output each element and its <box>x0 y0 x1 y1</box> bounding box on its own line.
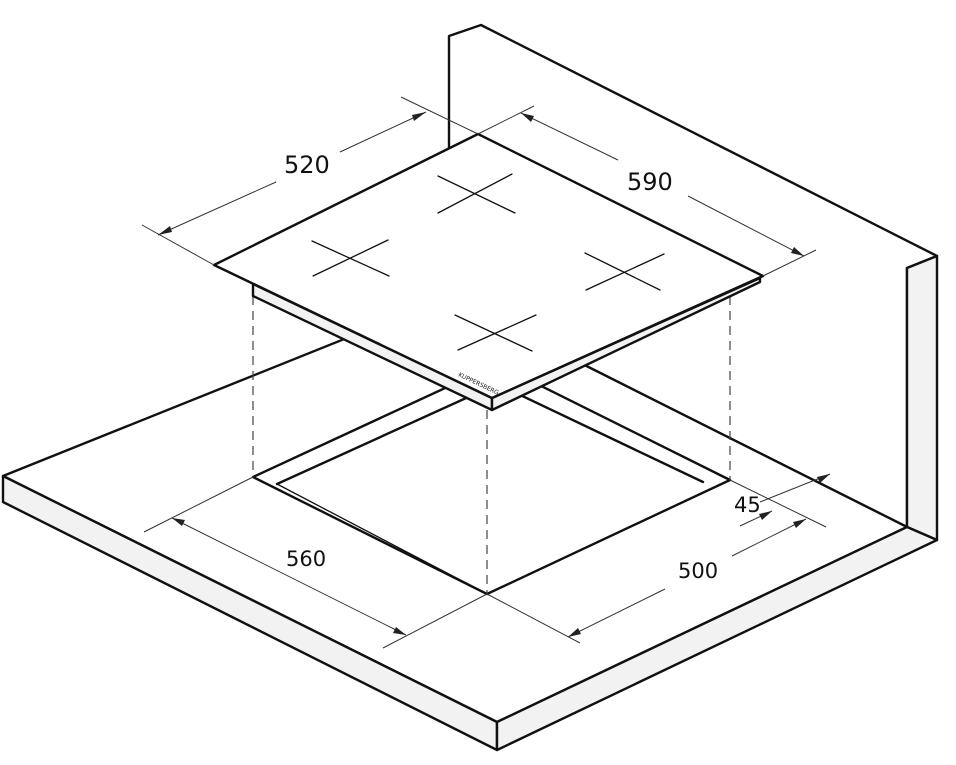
dimension-label-560: 560 <box>286 547 326 571</box>
dimension-label-590: 590 <box>627 168 673 196</box>
dimension-wall-clearance: 45 <box>734 473 831 527</box>
projection-lines <box>252 296 731 594</box>
burner-front-icon <box>454 314 537 352</box>
burner-right-icon <box>584 252 665 291</box>
dimension-label-45: 45 <box>734 493 761 517</box>
dimension-cutout-width: 560 <box>143 476 488 649</box>
burner-left-icon <box>311 239 390 277</box>
dimension-label-520: 520 <box>284 151 330 179</box>
dimension-cutout-depth: 500 <box>486 479 827 644</box>
dimension-hob-width: 590 <box>477 105 817 277</box>
burner-back-icon <box>437 173 516 214</box>
dimension-hob-depth: 520 <box>141 96 479 266</box>
dimension-label-500: 500 <box>678 559 718 583</box>
hob: KUPPERSBERG <box>212 132 765 412</box>
